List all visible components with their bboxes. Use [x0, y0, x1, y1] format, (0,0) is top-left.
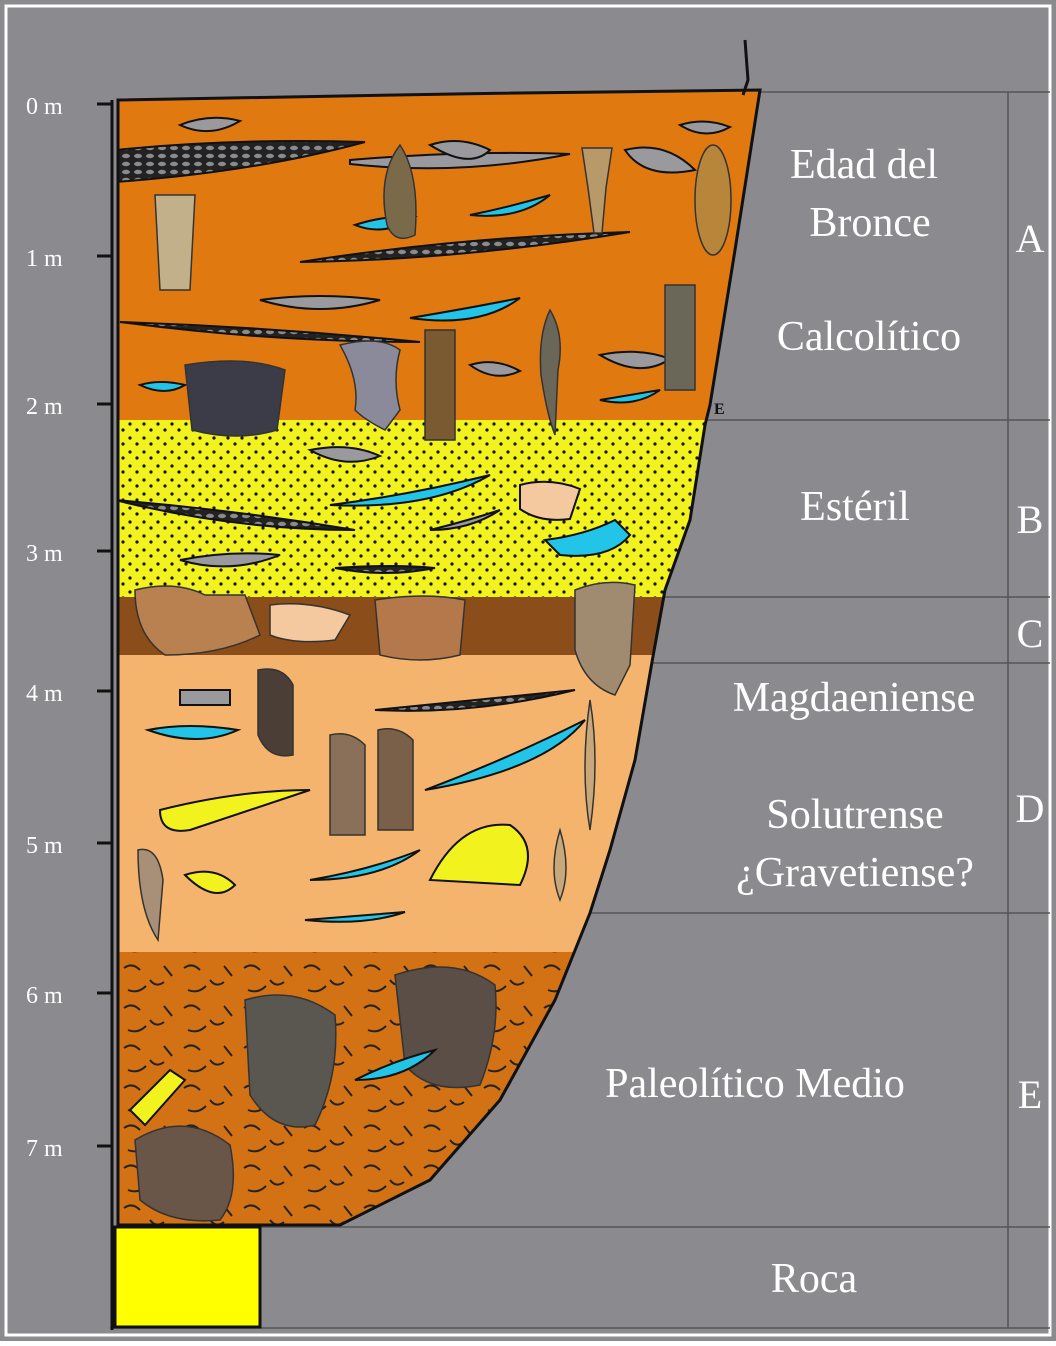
- level-letter-e: E: [1018, 1072, 1042, 1117]
- period-chalcolithic: Calcolítico: [777, 314, 961, 360]
- period-bronze-line2: Bronce: [809, 200, 930, 246]
- period-sterile: Estéril: [800, 484, 910, 530]
- point-marker-e: E: [714, 401, 725, 418]
- depth-label-7: 7 m: [26, 1136, 63, 1162]
- depth-label-1: 1 m: [26, 246, 63, 272]
- depth-label-5: 5 m: [26, 833, 63, 859]
- depth-label-2: 2 m: [26, 394, 63, 420]
- period-bedrock: Roca: [771, 1256, 858, 1302]
- period-bronze-line1: Edad del: [790, 142, 938, 188]
- level-letter-a: A: [1016, 216, 1045, 261]
- depth-label-0: 0 m: [26, 94, 63, 120]
- period-magdalenian: Magdaeniense: [733, 675, 976, 721]
- bedrock-block: [115, 1227, 260, 1327]
- level-letter-d: D: [1016, 786, 1045, 831]
- depth-label-3: 3 m: [26, 541, 63, 567]
- period-middle-paleolithic: Paleolítico Medio: [605, 1061, 905, 1107]
- level-letter-c: C: [1017, 611, 1044, 656]
- depth-label-6: 6 m: [26, 983, 63, 1009]
- period-solutrean-line1: Solutrense: [766, 792, 943, 838]
- period-solutrean-line2: ¿Gravetiense?: [736, 850, 974, 896]
- depth-label-4: 4 m: [26, 681, 63, 707]
- level-letter-b: B: [1017, 497, 1044, 542]
